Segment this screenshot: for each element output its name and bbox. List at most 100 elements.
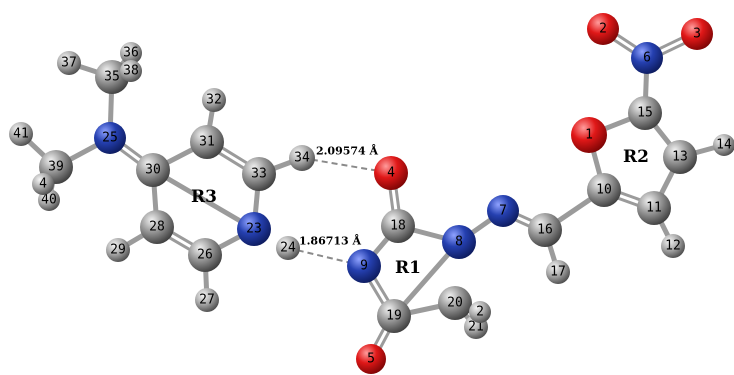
atom-number-label: 28: [149, 220, 165, 235]
atom-number-label: 4: [387, 166, 395, 181]
atom-32-h: 32: [202, 88, 226, 112]
atom-number-label: 5: [367, 352, 375, 367]
atom-sphere: [237, 212, 271, 246]
atom-number-label: 25: [102, 131, 118, 146]
atom-number-label: 38: [123, 64, 139, 79]
atom-sphere: [190, 125, 224, 159]
atom-number-label: 1: [585, 128, 593, 143]
atom-23-n: 23: [237, 212, 271, 246]
atom-sphere: [587, 173, 621, 207]
atom-36-h: 36: [120, 42, 142, 64]
atom-number-label: 40: [41, 193, 57, 208]
atom-number-label: 8: [455, 235, 463, 250]
atom-8-n: 8: [442, 225, 476, 259]
atom-11-c: 11: [637, 191, 671, 225]
atom-number-label: 10: [596, 183, 612, 198]
atom-sphere: [663, 140, 697, 174]
atom-sphere: [9, 122, 33, 146]
atom-sphere: [289, 145, 315, 171]
atom-sphere: [661, 234, 685, 258]
atom-number-label: 35: [104, 70, 120, 85]
atom-15-c: 15: [628, 96, 662, 130]
atom-number-label: 37: [61, 56, 77, 71]
atom-27-h: 27: [195, 288, 219, 312]
atom-number-label: 27: [199, 293, 215, 308]
atom-number-label: 29: [110, 243, 126, 258]
atom-number-label: 2: [476, 305, 484, 320]
atom-number-label: 13: [672, 150, 688, 165]
atom-9-n: 9: [347, 249, 381, 283]
atom-7-n: 7: [487, 195, 519, 227]
atom-20-c: 20: [438, 286, 472, 320]
atom-3-o: 3: [681, 18, 713, 50]
atom-number-label: 26: [197, 248, 213, 263]
atom-31-c: 31: [190, 125, 224, 159]
atom-sphere: [120, 42, 142, 64]
atom-37-h: 37: [57, 51, 81, 75]
atom-6-n: 6: [631, 42, 663, 74]
atom-sphere: [681, 18, 713, 50]
atom-number-label: 39: [48, 160, 64, 175]
atom-4-h: 4: [32, 173, 54, 195]
atom-26-c: 26: [188, 238, 222, 272]
atom-41-h: 41: [9, 122, 33, 146]
atom-sphere: [628, 96, 662, 130]
atom-sphere: [374, 156, 408, 190]
atom-25-n: 25: [94, 122, 126, 154]
atom-number-label: 16: [537, 223, 553, 238]
atom-sphere: [571, 117, 607, 153]
atom-34-h: 34: [289, 145, 315, 171]
atom-10-c: 10: [587, 173, 621, 207]
atom-sphere: [442, 225, 476, 259]
atom-sphere: [469, 301, 491, 323]
atom-number-label: 2: [599, 22, 607, 37]
atom-number-label: 31: [199, 135, 215, 150]
atom-number-label: 33: [251, 167, 267, 182]
atom-sphere: [136, 153, 170, 187]
atom-2-o: 2: [587, 13, 619, 45]
atom-sphere: [106, 238, 130, 262]
atom-number-label: 14: [716, 138, 732, 153]
atom-sphere: [242, 157, 276, 191]
ring-label-r1: R1: [395, 258, 421, 278]
hbond-34-4-distance: 2.09574 Å: [316, 144, 379, 158]
atom-number-label: 24: [280, 241, 296, 256]
atom-number-label: 19: [386, 309, 402, 324]
atom-14-h: 14: [713, 134, 734, 156]
atom-number-label: 18: [390, 219, 406, 234]
atom-38-h: 38: [120, 60, 142, 82]
atom-sphere: [546, 260, 570, 284]
atom-sphere: [195, 288, 219, 312]
atom-13-c: 13: [663, 140, 697, 174]
atom-5-o: 5: [356, 344, 386, 374]
atom-18-c: 18: [381, 209, 415, 243]
atom-1-o: 1: [571, 117, 607, 153]
atom-sphere: [587, 13, 619, 45]
atom-sphere: [202, 88, 226, 112]
atom-number-label: 11: [646, 201, 662, 216]
atom-number-label: 23: [246, 222, 262, 237]
hbond-24-9-distance: 1.86713 Å: [299, 234, 362, 248]
atom-28-c: 28: [140, 210, 174, 244]
ring-labels: R1 R2 R3: [191, 147, 649, 278]
atom-sphere: [637, 191, 671, 225]
atom-number-label: 7: [499, 204, 507, 219]
atom-sphere: [188, 238, 222, 272]
atom-sphere: [377, 299, 411, 333]
atom-33-c: 33: [242, 157, 276, 191]
atom-number-label: 4: [39, 177, 47, 192]
atom-sphere: [438, 286, 472, 320]
atom-number-label: 17: [550, 265, 566, 280]
atom-sphere: [381, 209, 415, 243]
atom-number-label: 36: [123, 46, 139, 61]
atom-sphere: [528, 213, 562, 247]
atom-sphere: [140, 210, 174, 244]
atom-sphere: [276, 236, 300, 260]
atom-24-h: 24: [276, 236, 300, 260]
atom-30-c: 30: [136, 153, 170, 187]
atom-sphere: [356, 344, 386, 374]
atom-sphere: [94, 122, 126, 154]
atom-number-label: 6: [643, 51, 651, 66]
